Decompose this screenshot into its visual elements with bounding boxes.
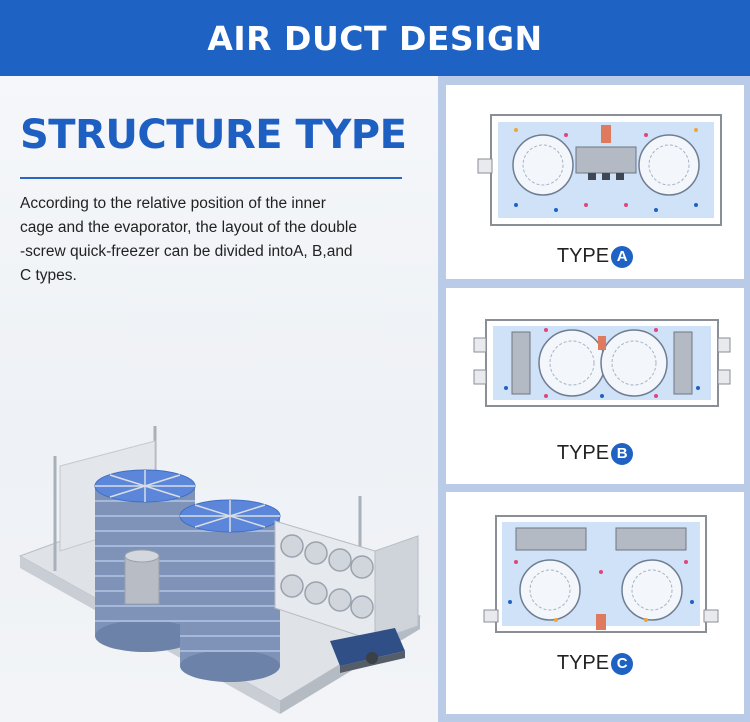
- section-description: According to the relative position of th…: [20, 195, 357, 284]
- type-a-panel: TYPE A: [446, 85, 744, 279]
- type-b-panel: TYPE B: [446, 288, 744, 484]
- type-panels: TYPE A TYPE B: [438, 76, 750, 722]
- type-c-diagram: [483, 515, 719, 633]
- type-b-diagram: [473, 319, 731, 407]
- structure-section: STRUCTURE TYPE According to the relative…: [0, 76, 438, 722]
- type-a-label: TYPE A: [446, 245, 744, 268]
- type-c-prefix: TYPE: [556, 652, 610, 674]
- heading-divider: [20, 177, 402, 179]
- spiral-drum-right: [179, 499, 281, 682]
- section-heading: STRUCTURE TYPE: [20, 112, 407, 158]
- type-c-label: TYPE C: [446, 652, 744, 675]
- spiral-freezer-illustration: [18, 426, 422, 714]
- evaporator-unit: [274, 520, 419, 642]
- type-b-badge: B: [611, 442, 634, 465]
- type-c-panel: TYPE C: [446, 492, 744, 714]
- type-b-label: TYPE B: [446, 442, 744, 465]
- header-banner: AIR DUCT DESIGN: [0, 0, 750, 76]
- type-b-prefix: TYPE: [556, 442, 610, 464]
- type-c-badge: C: [611, 652, 634, 675]
- banner-title: AIR DUCT DESIGN: [207, 18, 543, 58]
- type-a-badge: A: [611, 245, 634, 268]
- type-a-prefix: TYPE: [556, 245, 610, 267]
- type-a-diagram: [477, 114, 722, 226]
